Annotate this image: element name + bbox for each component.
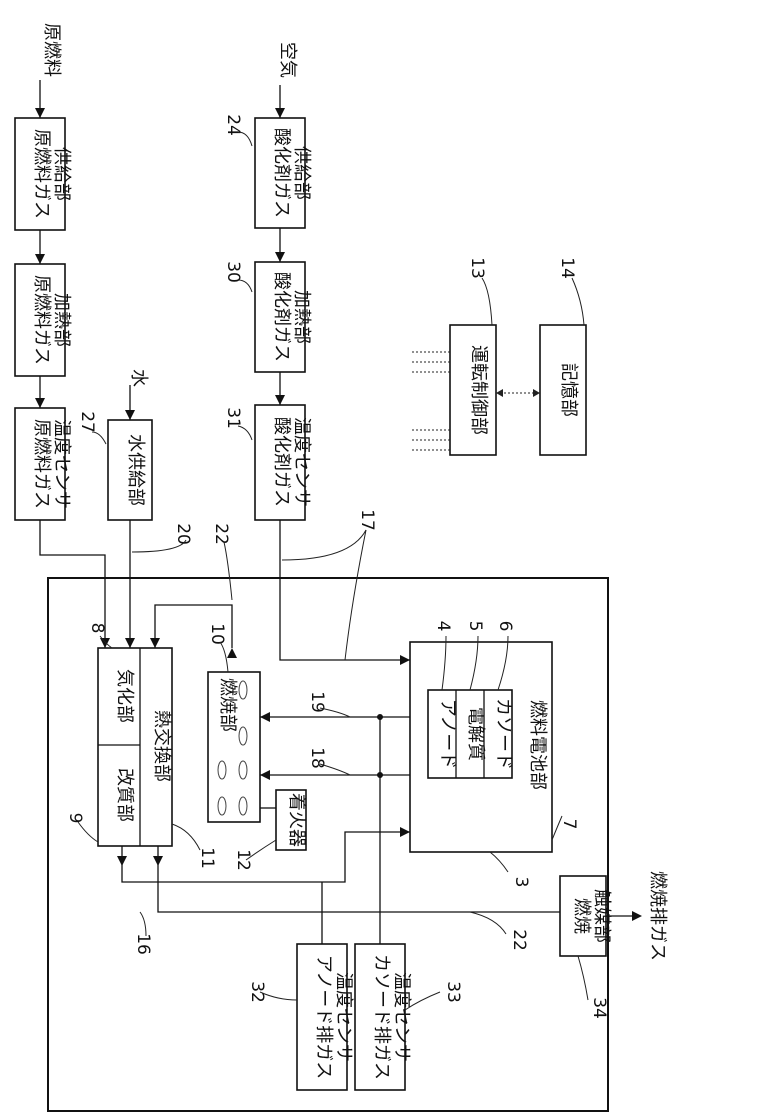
ref-17: 17: [357, 509, 377, 531]
raw-fuel-heater-label-1: 原燃料ガス: [31, 275, 52, 365]
ref-16: 16: [133, 933, 153, 955]
operation-controller-label: 運転制御部: [468, 345, 489, 435]
igniter-label: 着火器: [286, 793, 307, 847]
cathode-exhaust-sensor-label-2: 温度センサ: [391, 972, 412, 1062]
ref-13: 13: [467, 257, 487, 279]
cathode-exhaust-sensor-label-1: カソード排ガス: [371, 954, 392, 1080]
reformer-vaporizer-unit: 気化部 改質部 熱交換部: [98, 648, 172, 846]
arrow-icon: [117, 856, 127, 866]
water-supply-block: 水供給部: [108, 420, 152, 520]
oxidant-supply-label-2: 供給部: [291, 146, 312, 200]
ref-32: 32: [247, 981, 267, 1003]
ref-10: 10: [207, 623, 227, 645]
arrow-icon: [35, 254, 45, 264]
arrow-icon: [275, 395, 285, 405]
arrow-icon: [260, 712, 270, 722]
arrow-icon: [100, 638, 110, 648]
memory-block: 記憶部: [540, 325, 586, 455]
ref-33: 33: [443, 981, 463, 1003]
oxidant-heater-block: 酸化剤ガス 加熱部: [255, 262, 312, 372]
reference-numbers: 24 30 31 27 13 14 20 22 17 10 8 4 5 6 7 …: [65, 114, 609, 1019]
water-supply-label: 水供給部: [125, 434, 146, 506]
anode-exhaust-sensor-label-2: 温度センサ: [333, 972, 354, 1062]
ref-31: 31: [223, 407, 243, 429]
ref-5: 5: [465, 621, 485, 632]
raw-fuel-heater-block: 原燃料ガス 加熱部: [15, 264, 72, 376]
arrow-icon: [400, 827, 410, 837]
oxidant-supply-block: 酸化剤ガス 供給部: [255, 118, 312, 228]
arrow-icon: [125, 638, 135, 648]
water-arrow-icon: [125, 410, 135, 420]
ref-34: 34: [589, 997, 609, 1019]
controller-arrow-icon: [496, 389, 503, 397]
raw-fuel-temp-sensor-label-2: 温度センサ: [51, 419, 72, 509]
ref-22-bottom: 22: [509, 929, 529, 951]
ref-8: 8: [87, 623, 107, 634]
ref-6: 6: [495, 621, 515, 632]
vaporizer-label: 気化部: [114, 669, 135, 723]
raw-fuel-supply-label-1: 原燃料ガス: [31, 129, 52, 219]
raw-fuel-arrow-icon: [35, 108, 45, 118]
ref-11: 11: [197, 847, 217, 869]
fuel-cell-unit-label: 燃料電池部: [527, 700, 548, 790]
anode-exhaust-sensor-label-1: アノード排ガス: [313, 955, 334, 1079]
ref-3: 3: [511, 877, 531, 888]
ref-4: 4: [433, 621, 453, 632]
raw-fuel-temp-sensor-label-1: 原燃料ガス: [31, 419, 52, 509]
reformer-label: 改質部: [114, 768, 135, 822]
oxidant-temp-sensor-label-1: 酸化剤ガス: [271, 417, 292, 507]
ref-22-top: 22: [211, 523, 231, 545]
water-input-label: 水: [128, 369, 149, 387]
air-input-label: 空気: [277, 42, 298, 78]
air-arrow-icon: [275, 108, 285, 118]
anode-label: アノード: [437, 699, 458, 769]
raw-fuel-supply-block: 原燃料ガス 供給部: [15, 118, 72, 230]
fuel-cell-block: アノード 電解質 カソード 燃料電池部: [410, 642, 552, 852]
raw-fuel-supply-label-2: 供給部: [51, 147, 72, 201]
anode-exhaust-sensor-block: アノード排ガス 温度センサ: [297, 944, 354, 1090]
combustor-label: 燃焼部: [217, 678, 238, 732]
ref-14: 14: [557, 257, 577, 279]
raw-fuel-input-label: 原燃料: [41, 23, 62, 77]
operation-controller-block: 運転制御部: [450, 325, 496, 455]
combustion-exhaust-label: 燃焼排ガス: [647, 871, 668, 961]
ref-27: 27: [77, 411, 97, 433]
ref-19: 19: [307, 691, 327, 713]
oxidant-heater-label-2: 加熱部: [291, 290, 312, 344]
raw-fuel-temp-sensor-block: 原燃料ガス 温度センサ: [15, 408, 72, 520]
combustor-block: 燃焼部: [208, 672, 260, 822]
oxidant-temp-sensor-block: 酸化剤ガス 温度センサ: [255, 405, 312, 520]
igniter-block: 着火器: [260, 790, 307, 850]
electrolyte-label: 電解質: [465, 707, 486, 761]
exhaust-arrow-icon: [632, 911, 642, 921]
ref-20: 20: [173, 523, 193, 545]
arrow-icon: [35, 398, 45, 408]
memory-arrow-icon: [533, 389, 540, 397]
arrow-icon: [153, 856, 163, 866]
arrow-icon: [400, 655, 410, 665]
arrow-icon: [150, 638, 160, 648]
arrow-icon: [227, 648, 237, 658]
cathode-label: カソード: [493, 698, 514, 770]
heat-exchanger-label: 熱交換部: [151, 710, 172, 782]
ref-12: 12: [233, 849, 253, 871]
combustion-catalyst-block: 燃焼 触媒部: [560, 876, 612, 956]
oxidant-heater-label-1: 酸化剤ガス: [271, 272, 292, 362]
ref-9: 9: [65, 813, 85, 824]
ref-30: 30: [223, 261, 243, 283]
oxidant-temp-sensor-label-2: 温度センサ: [291, 417, 312, 507]
ref-7: 7: [559, 819, 579, 830]
oxidant-supply-label-1: 酸化剤ガス: [271, 128, 292, 218]
raw-fuel-heater-label-2: 加熱部: [51, 293, 72, 347]
cathode-exhaust-sensor-block: カソード排ガス 温度センサ: [355, 944, 412, 1090]
arrow-icon: [275, 252, 285, 262]
memory-label: 記憶部: [558, 363, 579, 417]
combustion-catalyst-label-1: 燃焼: [571, 898, 592, 934]
arrow-icon: [260, 770, 270, 780]
